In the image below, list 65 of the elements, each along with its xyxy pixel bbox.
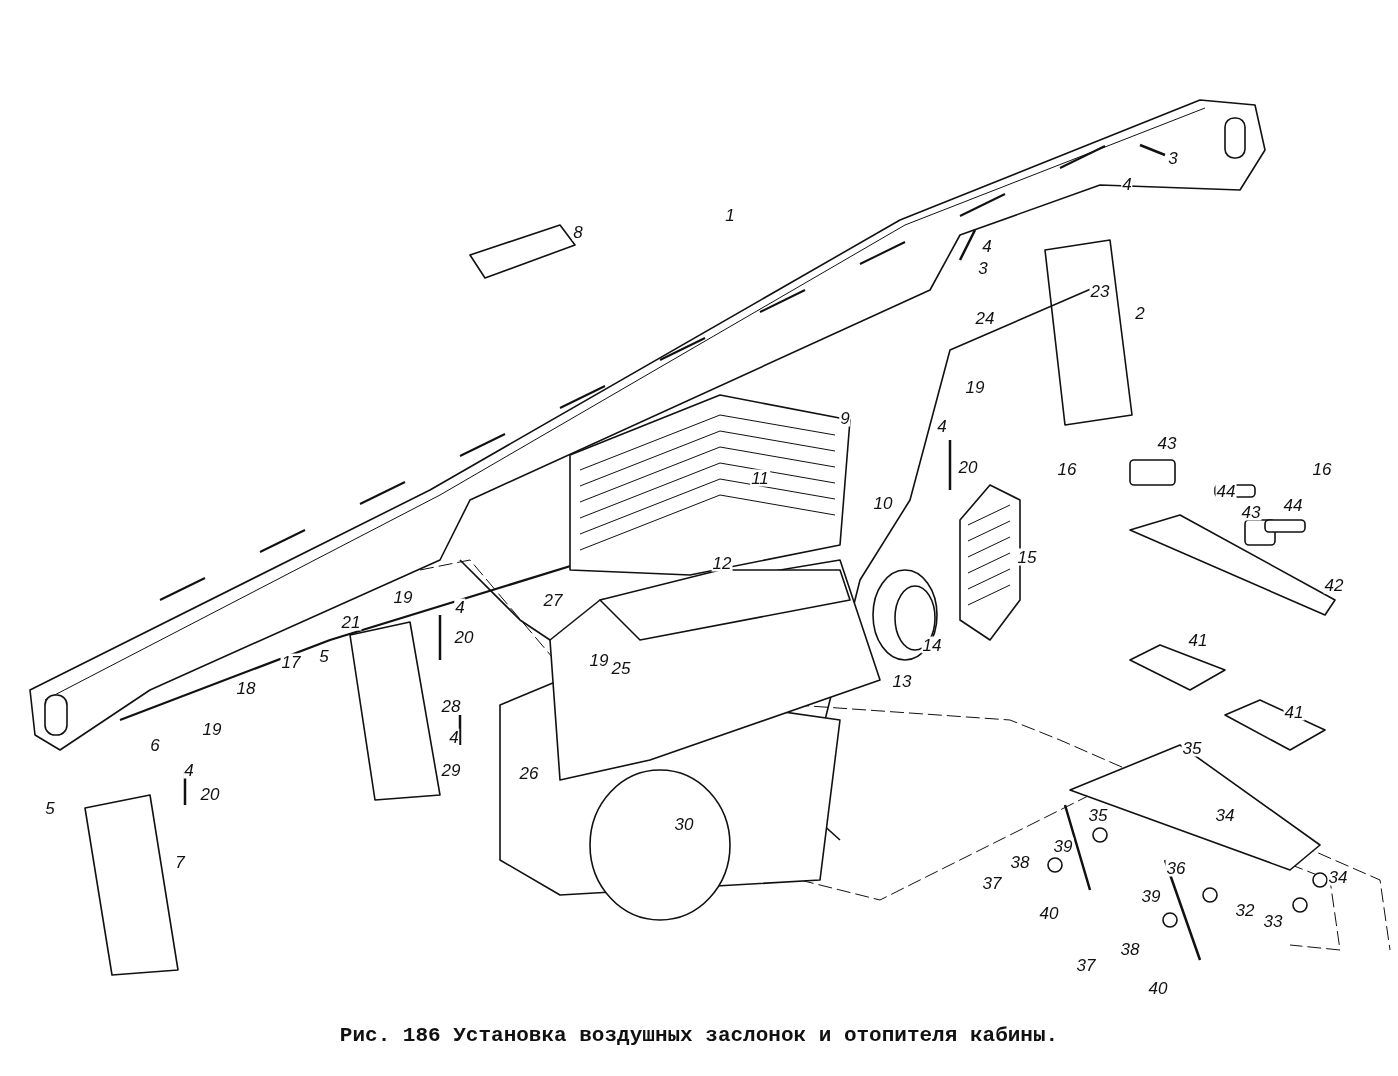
callout-number: 14 [921,636,943,654]
callout-number: 42 [1323,576,1345,594]
callout-number: 13 [891,672,913,690]
callout-number: 19 [201,720,223,738]
callout-number: 7 [174,853,186,871]
callout-number: 17 [280,653,302,671]
callout-number: 44 [1215,482,1237,500]
callout-number: 3 [1167,149,1179,167]
callout-number: 16 [1056,460,1078,478]
callout-number: 26 [518,764,540,782]
callout-number: 35 [1087,806,1109,824]
callout-number: 23 [1089,282,1111,300]
callout-number: 4 [936,417,948,435]
callout-number: 16 [1311,460,1333,478]
callout-number: 4 [183,761,195,779]
callout-number: 40 [1038,904,1060,922]
callout-number: 39 [1052,837,1074,855]
callout-number: 38 [1009,853,1031,871]
callout-number: 12 [711,554,733,572]
callout-number: 29 [440,761,462,779]
callout-number: 20 [199,785,221,803]
callout-number: 32 [1234,901,1256,919]
callout-number: 15 [1016,548,1038,566]
callout-number: 37 [981,874,1003,892]
callout-number: 35 [1181,739,1203,757]
callout-number: 19 [392,588,414,606]
callout-number: 34 [1214,806,1236,824]
callout-number: 40 [1147,979,1169,997]
callout-number: 4 [454,598,466,616]
callout-number: 39 [1140,887,1162,905]
callout-number: 3 [977,259,989,277]
callout-number: 24 [974,309,996,327]
callout-number: 33 [1262,912,1284,930]
callout-number: 6 [149,736,161,754]
callout-number: 9 [839,409,851,427]
figure-caption: Рис. 186 Установка воздушных заслонок и отопителя кабины. [339,1024,1059,1047]
callout-number: 8 [572,223,584,241]
callout-number: 37 [1075,956,1097,974]
callout-number: 10 [872,494,894,512]
callout-number: 19 [964,378,986,396]
callout-number: 28 [440,697,462,715]
callout-number: 34 [1327,868,1349,886]
callout-number: 25 [610,659,632,677]
callout-number: 27 [542,591,564,609]
callout-number: 20 [453,628,475,646]
callout-number: 43 [1156,434,1178,452]
callout-number: 19 [588,651,610,669]
callout-number: 21 [340,613,362,631]
callout-number: 41 [1187,631,1209,649]
callout-number: 5 [318,647,330,665]
callout-number: 2 [1134,304,1146,322]
callout-number: 43 [1240,503,1262,521]
callout-number: 4 [448,728,460,746]
callout-number: 5 [44,799,56,817]
callout-number: 41 [1283,703,1305,721]
callout-number: 1 [724,206,736,224]
callout-number: 20 [957,458,979,476]
callout-number: 18 [235,679,257,697]
callout-number: 30 [673,815,695,833]
callout-number: 11 [750,469,770,487]
callout-number: 4 [981,237,993,255]
callout-number: 38 [1119,940,1141,958]
callout-number: 4 [1121,175,1133,193]
callout-number: 36 [1165,859,1187,877]
callout-number: 44 [1282,496,1304,514]
